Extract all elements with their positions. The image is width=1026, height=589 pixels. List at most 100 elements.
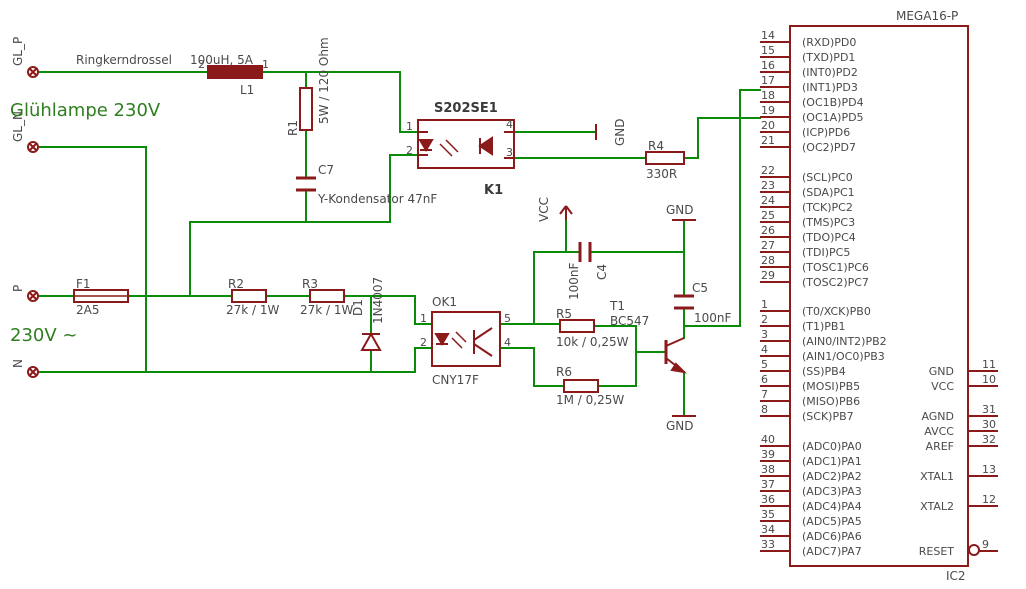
ic2-pin-name: (ADC2)PA2 (802, 470, 862, 483)
ic2-pin-name: (MOSI)PB5 (802, 380, 860, 393)
ic2-pin-name: (TCK)PC2 (802, 201, 853, 214)
ic2-pin-number: 1 (761, 298, 768, 311)
wire-r6-gnd (597, 351, 637, 387)
label-r1-name: R1 (286, 120, 300, 136)
ic2-pin-name: (ADC0)PA0 (802, 440, 862, 453)
label-gnd-k1: GND (613, 118, 627, 146)
inductor-l1 (207, 65, 263, 79)
ic2-pin-name: XTAL2 (920, 500, 954, 513)
ic2-pin-number: 14 (761, 29, 775, 42)
label-k1-part: S202SE1 (434, 101, 498, 116)
ic2-pin-number: 36 (761, 493, 775, 506)
ic2-pin-number: 40 (761, 433, 775, 446)
labels: GL_P GL_N P N Glühlampe 230V 230V ~ Ring… (10, 9, 996, 583)
ic2-left-pin-labels: 14(RXD)PD015(TXD)PD116(INT0)PD217(INT1)P… (761, 29, 887, 558)
ic2-pin-name: (INT0)PD2 (802, 66, 858, 79)
label-ok1-name: OK1 (432, 295, 457, 309)
ic2-pin-number: 13 (982, 463, 996, 476)
label-r2-value: 27k / 1W (226, 303, 280, 317)
terminal-gl-p (27, 66, 39, 78)
ic2-pin-name: (SCL)PC0 (802, 171, 853, 184)
resistor-r5 (559, 319, 595, 333)
label-ok1-pin4: 4 (504, 336, 511, 349)
ic2-pin-name: (TDO)PC4 (802, 231, 856, 244)
wire-r5-t1 (593, 325, 667, 353)
ic2-pin-number: 31 (982, 403, 996, 416)
ic2-pin-number: 28 (761, 254, 775, 267)
terminal-n (27, 366, 39, 378)
wire-ok1-4 (499, 347, 565, 387)
ic2-pin-name: (TMS)PC3 (802, 216, 855, 229)
ic2-pin-name: (T0/XCK)PB0 (802, 305, 871, 318)
ic2-pin-number: 3 (761, 328, 768, 341)
ic2-pin-number: 30 (982, 418, 996, 431)
symbols (27, 25, 998, 567)
ic2-pin-name: (SCK)PB7 (802, 410, 854, 423)
terminal-gl-n (27, 141, 39, 153)
ic2-pin-name: (AIN0/INT2)PB2 (802, 335, 887, 348)
ic2-pin-number: 22 (761, 164, 775, 177)
label-ok1-pin5: 5 (504, 312, 511, 325)
ic2-pin-number: 39 (761, 448, 775, 461)
label-f1-name: F1 (76, 277, 91, 291)
ic2-pin-name: (TOSC2)PC7 (802, 276, 869, 289)
ic2-pin-number: 6 (761, 373, 768, 386)
label-d1-value: 1N4007 (371, 277, 385, 324)
capacitor-c7 (296, 176, 316, 192)
ic2-pin-number: 8 (761, 403, 768, 416)
label-gl-p: GL_P (11, 37, 25, 66)
wire-vcc-down (533, 251, 581, 325)
ic2-pin-name: (ADC7)PA7 (802, 545, 862, 558)
label-k1-name: K1 (484, 183, 503, 198)
label-c7-name: C7 (318, 163, 334, 177)
ic2-pin-number: 33 (761, 538, 775, 551)
label-n: N (11, 359, 25, 368)
ic2-pin-name: (OC1B)PD4 (802, 96, 864, 109)
ic2-pin-name: (OC1A)PD5 (802, 111, 864, 124)
ic2-pin-name: RESET (919, 545, 955, 558)
label-gnd-top: GND (666, 203, 694, 217)
ic2-pin-number: 26 (761, 224, 775, 237)
ic2-pin-number: 16 (761, 59, 775, 72)
label-vcc: VCC (537, 197, 551, 222)
ic2-pin-number: 23 (761, 179, 775, 192)
label-k1-pin4: 4 (506, 118, 513, 131)
transistor-t1 (664, 337, 687, 374)
label-l1-desc: Ringkerndrossel (76, 53, 172, 67)
ic2-pin-number: 25 (761, 209, 775, 222)
ic2-body (789, 25, 969, 567)
label-r6-name: R6 (556, 365, 572, 379)
ic2-pin-number: 38 (761, 463, 775, 476)
wire-t1-pb1 (683, 89, 761, 327)
resistor-r6 (563, 379, 599, 393)
ic2-pin-name: (ADC6)PA6 (802, 530, 862, 543)
label-r3-name: R3 (302, 277, 318, 291)
label-k1-pin3: 3 (506, 146, 513, 159)
capacitor-c5 (674, 294, 694, 310)
label-c5-name: C5 (692, 281, 708, 295)
ic2-pin-number: 32 (982, 433, 996, 446)
ic2-pin-name: (T1)PB1 (802, 320, 845, 333)
optotriac-k1 (417, 119, 515, 169)
ic2-pin-name: AGND (921, 410, 954, 423)
ic2-pin-name: (AIN1/OC0)PB3 (802, 350, 885, 363)
ic2-pin-name: (SDA)PC1 (802, 186, 855, 199)
ic2-pin-number: 4 (761, 343, 768, 356)
label-c4-name: C4 (595, 264, 609, 280)
ic2-pin-name: AREF (926, 440, 954, 453)
label-l1-pin2: 2 (198, 58, 205, 71)
ic2-pin-number: 29 (761, 269, 775, 282)
label-r5-name: R5 (556, 307, 572, 321)
label-gl-n: GL_N (11, 111, 25, 142)
ic2-pin-name: (ADC4)PA4 (802, 500, 862, 513)
ic2-pin-number: 35 (761, 508, 775, 521)
label-l1-pin1: 1 (262, 58, 269, 71)
wire-l1-k1 (261, 71, 419, 133)
label-t1-value: BC547 (610, 314, 649, 328)
ic2-pin-number: 19 (761, 104, 775, 117)
terminal-p (27, 290, 39, 302)
vcc-symbol (559, 205, 573, 220)
label-l1-value: 100uH, 5A (190, 53, 254, 67)
label-ok1-pin2: 2 (420, 336, 427, 349)
